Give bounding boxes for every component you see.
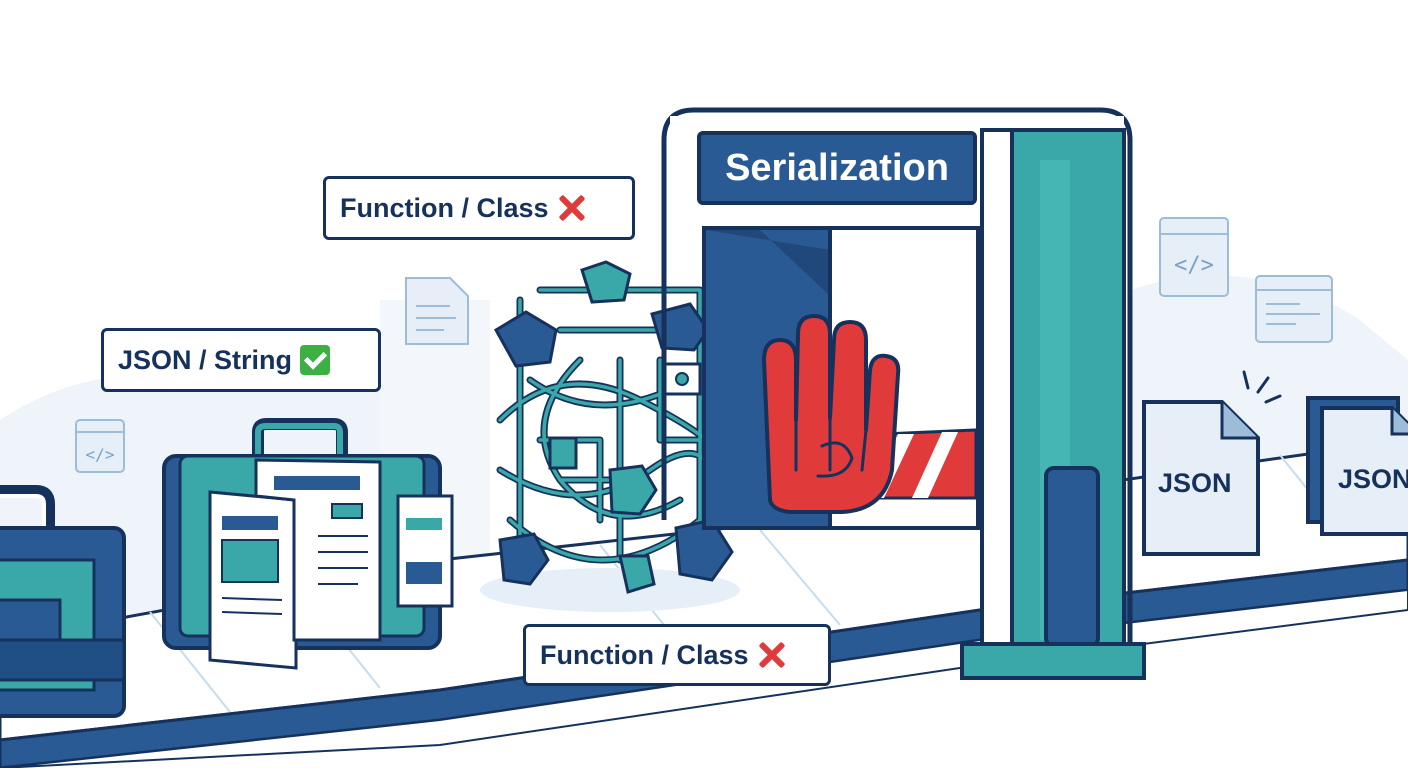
tangled-function-class-object bbox=[480, 260, 740, 612]
svg-text:</>: </> bbox=[86, 445, 115, 464]
callout-label: Function / Class bbox=[340, 192, 549, 223]
function-class-callout-bottom: Function / Class bbox=[523, 624, 831, 686]
briefcase-with-papers bbox=[162, 418, 454, 670]
cross-mark-icon bbox=[557, 193, 587, 223]
text-window-icon bbox=[1255, 275, 1333, 343]
json-document-icon bbox=[1306, 396, 1408, 536]
gate-sign: Serialization bbox=[697, 131, 977, 205]
json-string-callout: JSON / String bbox=[101, 328, 381, 392]
cross-mark-icon bbox=[757, 640, 787, 670]
json-document-icon bbox=[1142, 370, 1282, 556]
function-class-callout-top: Function / Class bbox=[323, 176, 635, 240]
callout-label: Function / Class bbox=[540, 639, 749, 670]
suitcase-left bbox=[0, 485, 126, 718]
svg-text:</>: </> bbox=[1174, 253, 1214, 278]
json-document-label: JSON bbox=[1338, 464, 1408, 494]
check-mark-icon bbox=[300, 345, 331, 375]
stop-hand-icon bbox=[762, 314, 901, 514]
code-window-icon: </> bbox=[75, 419, 125, 473]
callout-label: JSON / String bbox=[118, 344, 293, 375]
gate-sign-label: Serialization bbox=[725, 146, 949, 189]
code-window-icon: </> bbox=[1159, 217, 1229, 297]
document-icon bbox=[405, 277, 469, 345]
serialization-gate bbox=[661, 107, 1146, 680]
json-document-label: JSON bbox=[1158, 468, 1232, 498]
